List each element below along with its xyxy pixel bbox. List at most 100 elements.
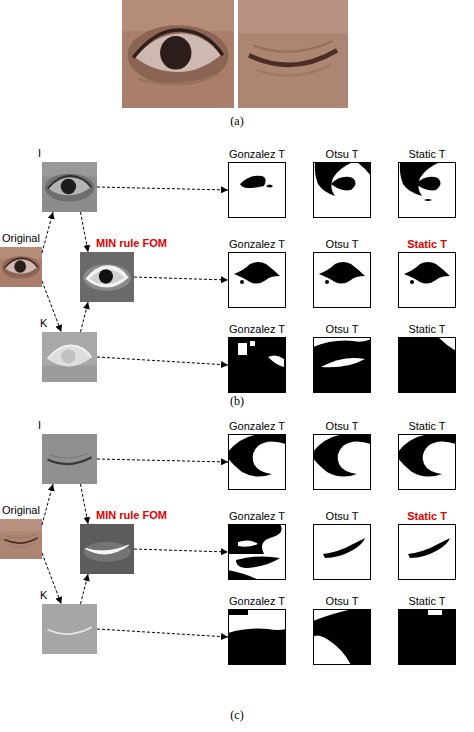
- intensity-image: [42, 434, 97, 484]
- image-label: K: [40, 317, 47, 330]
- image-label: I: [38, 147, 41, 160]
- image-panel: MIN rule FOM: [80, 524, 134, 574]
- threshold-result: Gonzalez T: [228, 162, 286, 218]
- dashed-arrow: [42, 484, 53, 525]
- threshold-result: Otsu T: [313, 524, 371, 580]
- closed-eye-photo: [238, 0, 348, 108]
- binary-result: [240, 176, 273, 188]
- dashed-arrow: [81, 302, 89, 332]
- column-heading: Gonzalez T: [229, 238, 285, 251]
- panel-c-images: [0, 434, 456, 665]
- column-heading: Otsu T: [326, 238, 359, 251]
- dashed-arrow: [81, 484, 89, 524]
- column-heading: Gonzalez T: [229, 595, 285, 608]
- panel-b-images: [0, 162, 456, 393]
- binary-result: [408, 538, 450, 558]
- original-photo: [0, 519, 42, 559]
- binary-result: [228, 337, 286, 393]
- binary-result: [398, 434, 456, 477]
- threshold-result: Otsu T: [313, 252, 371, 308]
- threshold-result: Static T: [398, 337, 456, 393]
- image-label: MIN rule FOM: [96, 237, 167, 250]
- column-heading: Otsu T: [326, 510, 359, 523]
- threshold-result: Static T: [398, 609, 456, 665]
- column-heading: Otsu T: [326, 595, 359, 608]
- threshold-result: Otsu T: [313, 434, 371, 490]
- dashed-arrow: [97, 187, 228, 190]
- intensity-image: [42, 162, 97, 212]
- binary-result: [234, 262, 280, 284]
- panel-a-photos: [122, 0, 348, 108]
- open-eye-photo: [122, 0, 234, 108]
- threshold-result: Static T: [398, 524, 456, 580]
- image-label: Original: [2, 504, 40, 517]
- image-panel: Original: [0, 247, 42, 287]
- threshold-result: Gonzalez T: [228, 337, 286, 393]
- column-heading: Gonzalez T: [229, 510, 285, 523]
- panel-label: (b): [230, 394, 244, 408]
- threshold-result: Static T: [398, 434, 456, 490]
- column-heading: Static T: [408, 323, 445, 336]
- binary-result: [398, 337, 456, 393]
- threshold-result: Otsu T: [313, 337, 371, 393]
- binary-result: [315, 162, 371, 196]
- binary-result: [228, 609, 286, 665]
- image-label: Original: [2, 232, 40, 245]
- fom-image: [80, 252, 134, 302]
- threshold-result: Gonzalez T: [228, 524, 286, 580]
- binary-result: [313, 339, 371, 393]
- panel-label: (c): [230, 708, 243, 722]
- binary-result: [398, 609, 456, 665]
- dashed-arrow: [134, 549, 228, 552]
- dashed-arrow: [81, 574, 89, 604]
- column-heading: Static T: [408, 148, 445, 161]
- dashed-arrow: [42, 212, 53, 253]
- threshold-result: Static T: [398, 252, 456, 308]
- fom-image: [80, 524, 134, 574]
- dashed-arrow: [97, 459, 228, 462]
- binary-result: [400, 162, 441, 201]
- column-heading: Static T: [407, 510, 447, 523]
- column-heading: Gonzalez T: [229, 323, 285, 336]
- binary-result: [228, 434, 286, 477]
- image-label: K: [40, 589, 47, 602]
- threshold-result: Static T: [398, 162, 456, 218]
- image-panel: I: [42, 434, 97, 484]
- threshold-result: Otsu T: [313, 609, 371, 665]
- column-heading: Otsu T: [326, 148, 359, 161]
- column-heading: Static T: [407, 238, 447, 251]
- image-label: I: [38, 419, 41, 432]
- original-photo: [0, 247, 42, 287]
- image-label: MIN rule FOM: [96, 509, 167, 522]
- threshold-result: Otsu T: [313, 162, 371, 218]
- panel-label: (a): [230, 114, 243, 128]
- binary-result: [319, 262, 365, 284]
- dashed-arrow: [81, 212, 89, 252]
- binary-result: [313, 434, 371, 477]
- binary-result: [404, 262, 450, 284]
- threshold-result: Gonzalez T: [228, 609, 286, 665]
- threshold-result: Gonzalez T: [228, 434, 286, 490]
- image-panel: I: [42, 162, 97, 212]
- column-heading: Static T: [408, 420, 445, 433]
- column-heading: Gonzalez T: [229, 148, 285, 161]
- image-panel: Original: [0, 519, 42, 559]
- dashed-arrow: [134, 277, 228, 280]
- image-panel: K: [42, 604, 97, 654]
- k-image: [42, 332, 97, 382]
- column-heading: Static T: [408, 595, 445, 608]
- binary-result: [313, 609, 371, 665]
- image-panel: K: [42, 332, 97, 382]
- column-heading: Otsu T: [326, 323, 359, 336]
- column-heading: Otsu T: [326, 420, 359, 433]
- image-panel: MIN rule FOM: [80, 252, 134, 302]
- k-image: [42, 604, 97, 654]
- threshold-result: Gonzalez T: [228, 252, 286, 308]
- binary-result: [228, 524, 282, 580]
- column-heading: Gonzalez T: [229, 420, 285, 433]
- dashed-arrow: [97, 629, 228, 637]
- binary-result: [323, 538, 365, 558]
- dashed-arrow: [97, 357, 228, 365]
